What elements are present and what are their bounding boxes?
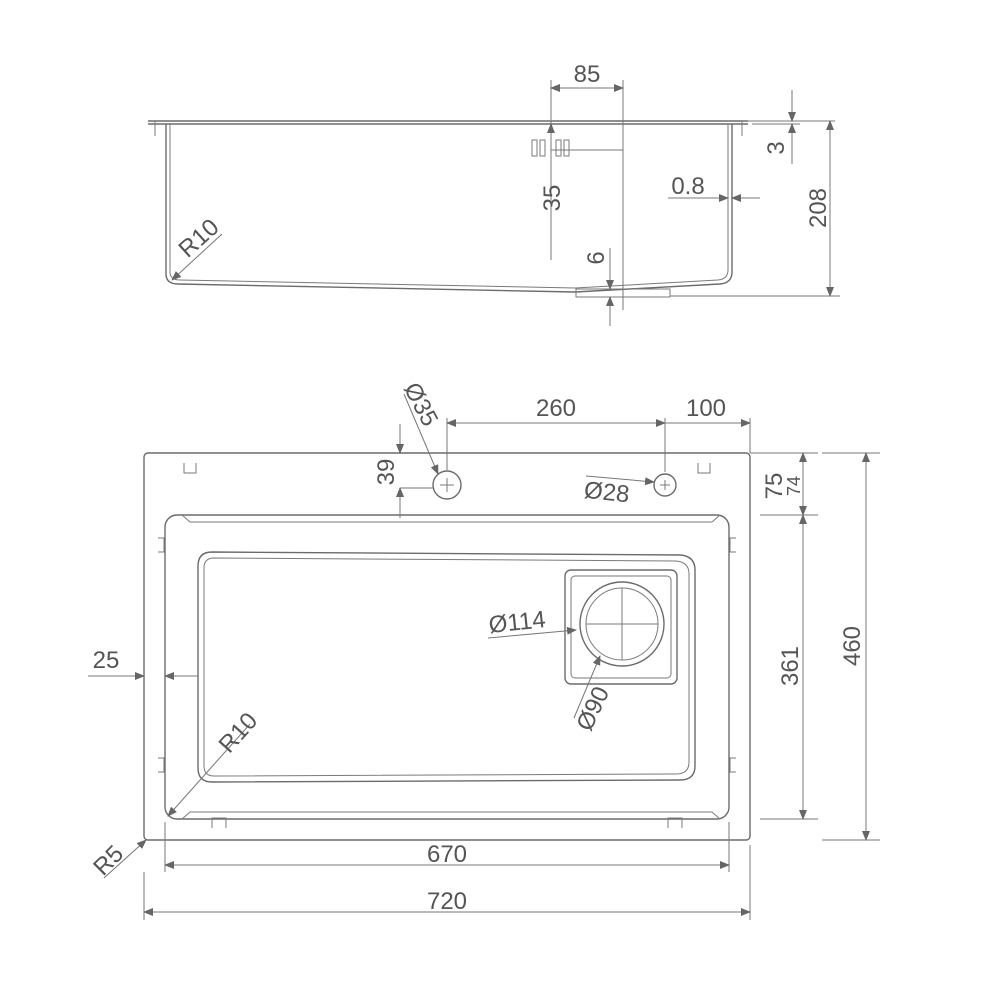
dim-side-margin: 25	[88, 647, 198, 680]
dim-text-85: 85	[574, 61, 601, 88]
strainer-housing	[564, 569, 678, 685]
dim-text-side-r10: R10	[174, 214, 225, 264]
dim-hole-depth: 39	[373, 424, 433, 518]
dim-bowl-width: 670	[164, 822, 730, 872]
dim-overflow-height: 35	[539, 123, 623, 212]
dim-text-r5: R5	[88, 840, 129, 881]
dim-strainer-outer: Ø114	[487, 606, 577, 639]
dim-hole-small: Ø28	[583, 475, 655, 509]
dim-hole-large: Ø35	[398, 378, 443, 475]
dim-text-d35: Ø35	[398, 378, 443, 431]
dim-text-d114: Ø114	[487, 606, 546, 639]
side-view-outline	[148, 120, 748, 298]
dim-drain-drop: 6	[583, 248, 614, 326]
dim-text-460: 460	[839, 626, 866, 666]
bowl-bottom-outline	[197, 551, 696, 783]
dim-outer-radius: R5	[88, 839, 147, 881]
dim-inner-radius: R10	[167, 708, 264, 817]
dim-text-361: 361	[777, 646, 804, 686]
dim-text-top-r10: R10	[214, 708, 264, 759]
dim-strainer-inner: Ø90	[571, 655, 615, 736]
side-view: 85 35 3 208 0.8	[148, 61, 840, 326]
dim-drain-width: 85	[550, 61, 624, 310]
mounting-clips	[158, 463, 736, 828]
dim-text-35: 35	[539, 185, 566, 212]
dim-text-74: 74	[784, 476, 804, 496]
dim-bowl-depth: 361	[760, 514, 818, 820]
dim-text-208: 208	[805, 188, 832, 228]
dim-text-25: 25	[93, 647, 120, 674]
dim-text-670: 670	[427, 841, 467, 868]
dim-text-75: 75	[761, 473, 788, 500]
top-view: Ø35 260 100 39 Ø28 75	[88, 378, 880, 920]
dim-text-39: 39	[373, 459, 400, 486]
dim-top-margin: 75 74	[750, 452, 818, 516]
dim-text-d28: Ø28	[583, 477, 631, 509]
dim-overall-width: 720	[143, 845, 751, 920]
faucet-hole-large	[432, 470, 462, 500]
dim-side-corner-radius: R10	[171, 214, 225, 281]
dim-text-d90: Ø90	[571, 683, 615, 736]
dim-text-720: 720	[427, 888, 467, 915]
dim-depth: 208	[670, 120, 840, 297]
dim-text-100: 100	[686, 395, 726, 422]
dim-flange-thickness: 3	[748, 90, 835, 164]
dim-text-0-8: 0.8	[671, 173, 704, 200]
dim-text-6: 6	[583, 251, 610, 264]
dim-text-3: 3	[763, 141, 790, 154]
strainer-outer-ring	[579, 581, 665, 667]
bowl-outer-outline	[164, 514, 730, 820]
dim-text-260: 260	[536, 395, 576, 422]
dim-wall-thickness: 0.8	[668, 173, 760, 202]
dim-overall-depth: 460	[822, 452, 880, 841]
dim-hole-spacing: 260 100	[446, 395, 751, 472]
